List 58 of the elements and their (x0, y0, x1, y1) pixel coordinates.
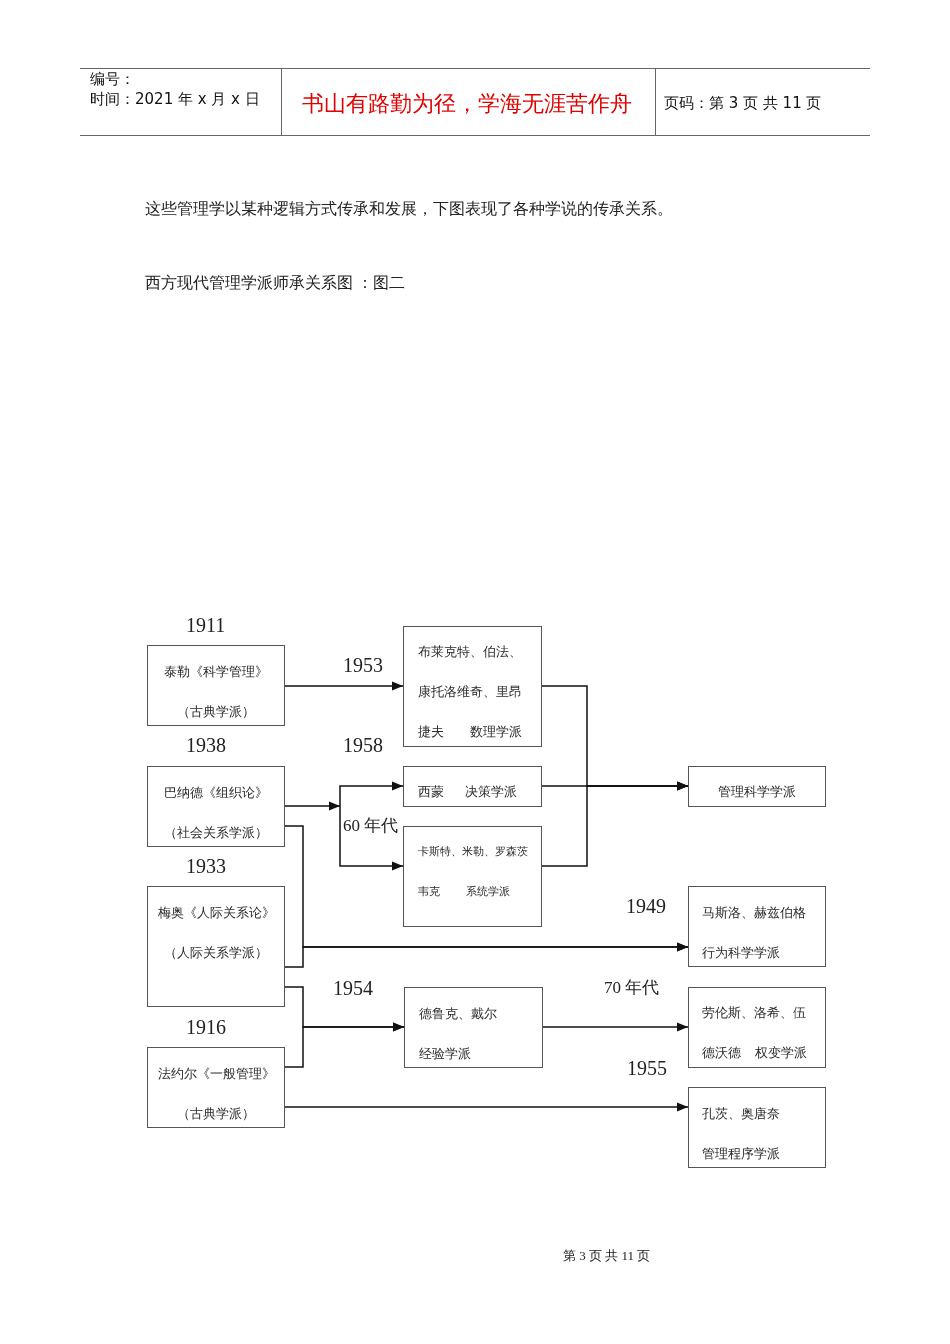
process-box (403, 766, 542, 807)
node-text: 德鲁克、戴尔 (419, 1006, 497, 1021)
edge-label: 1955 (627, 1056, 667, 1080)
page-footer: 第 3 页 共 11 页 (563, 1248, 651, 1264)
arrow (541, 781, 689, 867)
arrow (284, 681, 404, 691)
node-text: （古典学派） (177, 704, 255, 719)
process-box (688, 766, 826, 807)
node-text: 卡斯特、米勒、罗森茨韦克 系统学派 (418, 845, 528, 898)
node-text: 巴纳德《组织论》 (164, 785, 268, 800)
node-text: （社会关系学派） (164, 825, 268, 840)
edge-label: 1953 (343, 653, 383, 677)
arrow (284, 942, 689, 968)
edge-label: 1954 (333, 976, 373, 1000)
node-text: 泰勒《科学管理》 (164, 664, 268, 679)
header-field-label: 编号： (90, 70, 135, 88)
body-paragraph: 这些管理学以某种逻辑方式传承和发展，下图表现了各种学说的传承关系。 (145, 199, 673, 219)
arrow (284, 801, 341, 811)
page-number: 页码：第 3 页 共 11 页 (664, 94, 822, 112)
process-box (688, 987, 826, 1068)
node-text: 经验学派 (419, 1046, 471, 1061)
node-text: 法约尔《一般管理》 (157, 1066, 275, 1081)
process-box (147, 886, 285, 1007)
process-box (404, 987, 543, 1068)
node-text: 西蒙 决策学派 (418, 784, 518, 799)
node-text: 孔茨、奥唐奈 (702, 1106, 780, 1121)
header-motto: 书山有路勤为径，学海无涯苦作舟 (302, 90, 632, 118)
arrow (339, 781, 404, 807)
figure-title: 西方现代管理学派师承关系图 ：图二 (145, 273, 405, 293)
node-text: 管理程序学派 (702, 1146, 780, 1161)
node-text: 梅奥《人际关系论》 (157, 905, 275, 920)
arrow (284, 1102, 689, 1112)
process-box (688, 1087, 826, 1168)
node-text: 管理科学学派 (718, 784, 796, 799)
arrow (339, 805, 404, 871)
process-box (147, 766, 285, 847)
node-text: 布莱克特、伯法、康托洛维奇、里昂捷夫 数理学派 (418, 644, 523, 739)
node-text: 马斯洛、赫兹伯格 (702, 905, 806, 920)
year-label: 1916 (186, 1015, 226, 1039)
year-label: 1938 (186, 733, 226, 757)
arrow (542, 1022, 689, 1032)
edge-label: 1949 (626, 894, 666, 918)
process-box (403, 626, 542, 747)
node-text: 行为科学学派 (702, 945, 780, 960)
edge-label: 1958 (343, 733, 383, 757)
edge-label: 60 年代 (343, 815, 399, 837)
node-text: （古典学派） (177, 1106, 255, 1121)
node-text: （人际关系学派） (164, 945, 268, 960)
year-label: 1933 (186, 854, 226, 878)
year-label: 1911 (186, 613, 226, 637)
arrow (284, 1022, 405, 1068)
node-text: 劳伦斯、洛希、伍德沃德 权变学派 (702, 1005, 808, 1060)
edge-label: 70 年代 (604, 977, 660, 999)
process-box (147, 645, 285, 726)
process-box (403, 826, 542, 927)
process-box (147, 1047, 285, 1128)
header-date: 时间：2021 年 x 月 x 日 (90, 90, 260, 108)
process-box (688, 886, 826, 967)
